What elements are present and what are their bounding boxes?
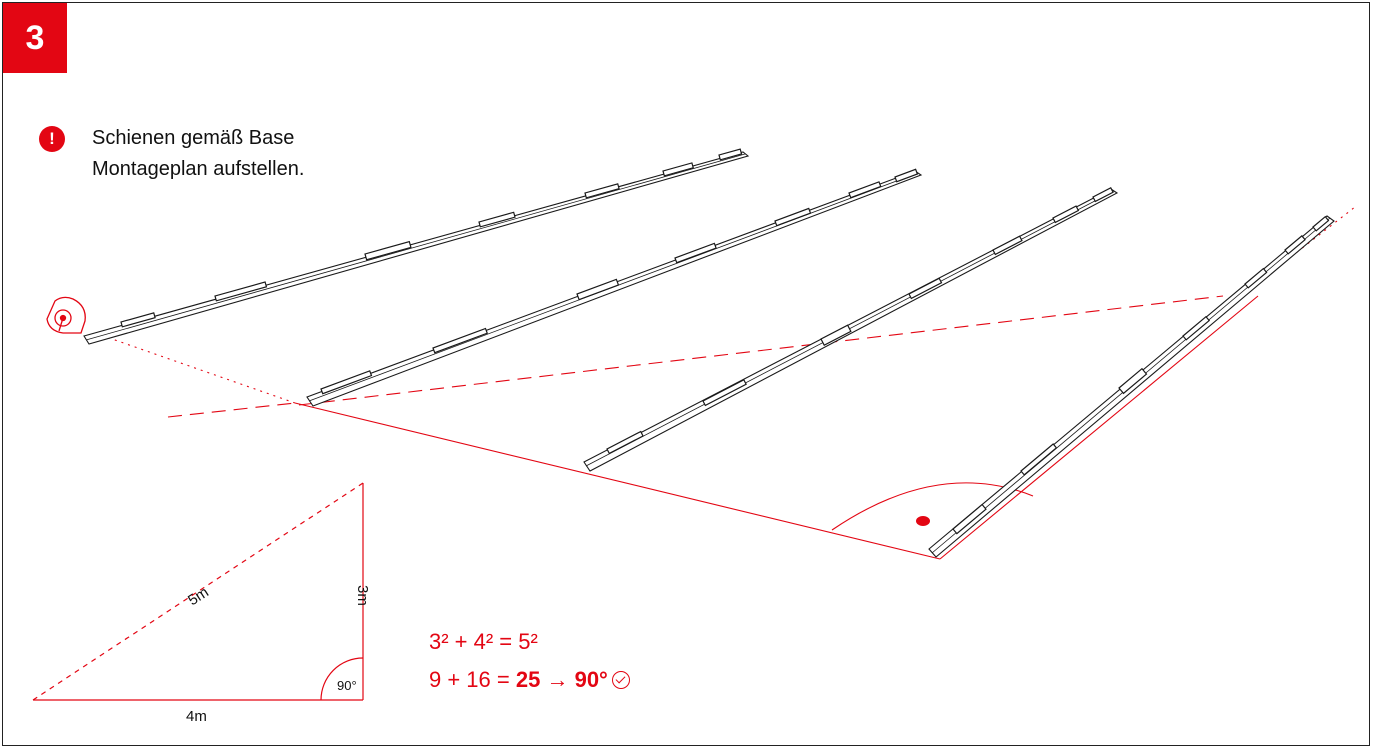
result-prefix: 9 + 16 = — [429, 667, 516, 692]
pythagoras-formula: 3² + 4² = 5² — [429, 629, 538, 654]
tape-measure-icon — [46, 296, 86, 334]
rail-layout-illustration — [32, 148, 1356, 701]
dotted-string-left — [94, 332, 296, 404]
instruction-line-2: Montageplan aufstellen. — [92, 158, 305, 180]
measure-line-front — [294, 402, 941, 560]
rail-4 — [928, 215, 1335, 558]
angle-label: 90° — [337, 678, 357, 693]
result-value: 25 — [515, 667, 541, 692]
pythagoras-result: 9 + 16 = 25 → 90° — [429, 667, 630, 693]
base-label: 4m — [186, 708, 207, 725]
result-arrow: → — [540, 667, 575, 692]
instruction-line-1: Schienen gemäß Base — [92, 127, 295, 149]
rail-2 — [306, 168, 923, 407]
triangle-angle-arc — [320, 657, 364, 701]
reference-triangle — [32, 482, 364, 701]
height-label: 3m — [354, 585, 371, 606]
diagonal-guide — [298, 295, 1224, 406]
step-number-badge: 3 — [3, 3, 67, 73]
rail-3 — [583, 186, 1119, 472]
rail-1 — [83, 148, 750, 345]
result-angle: 90° — [574, 667, 608, 692]
check-circle-icon — [611, 671, 630, 689]
instruction-text: Schienen gemäß Base Montageplan aufstell… — [92, 123, 304, 185]
diagonal-guide-left — [167, 402, 296, 418]
measure-line-side — [939, 295, 1259, 560]
corner-marker — [916, 516, 930, 526]
exclamation-icon: ! — [39, 126, 65, 152]
